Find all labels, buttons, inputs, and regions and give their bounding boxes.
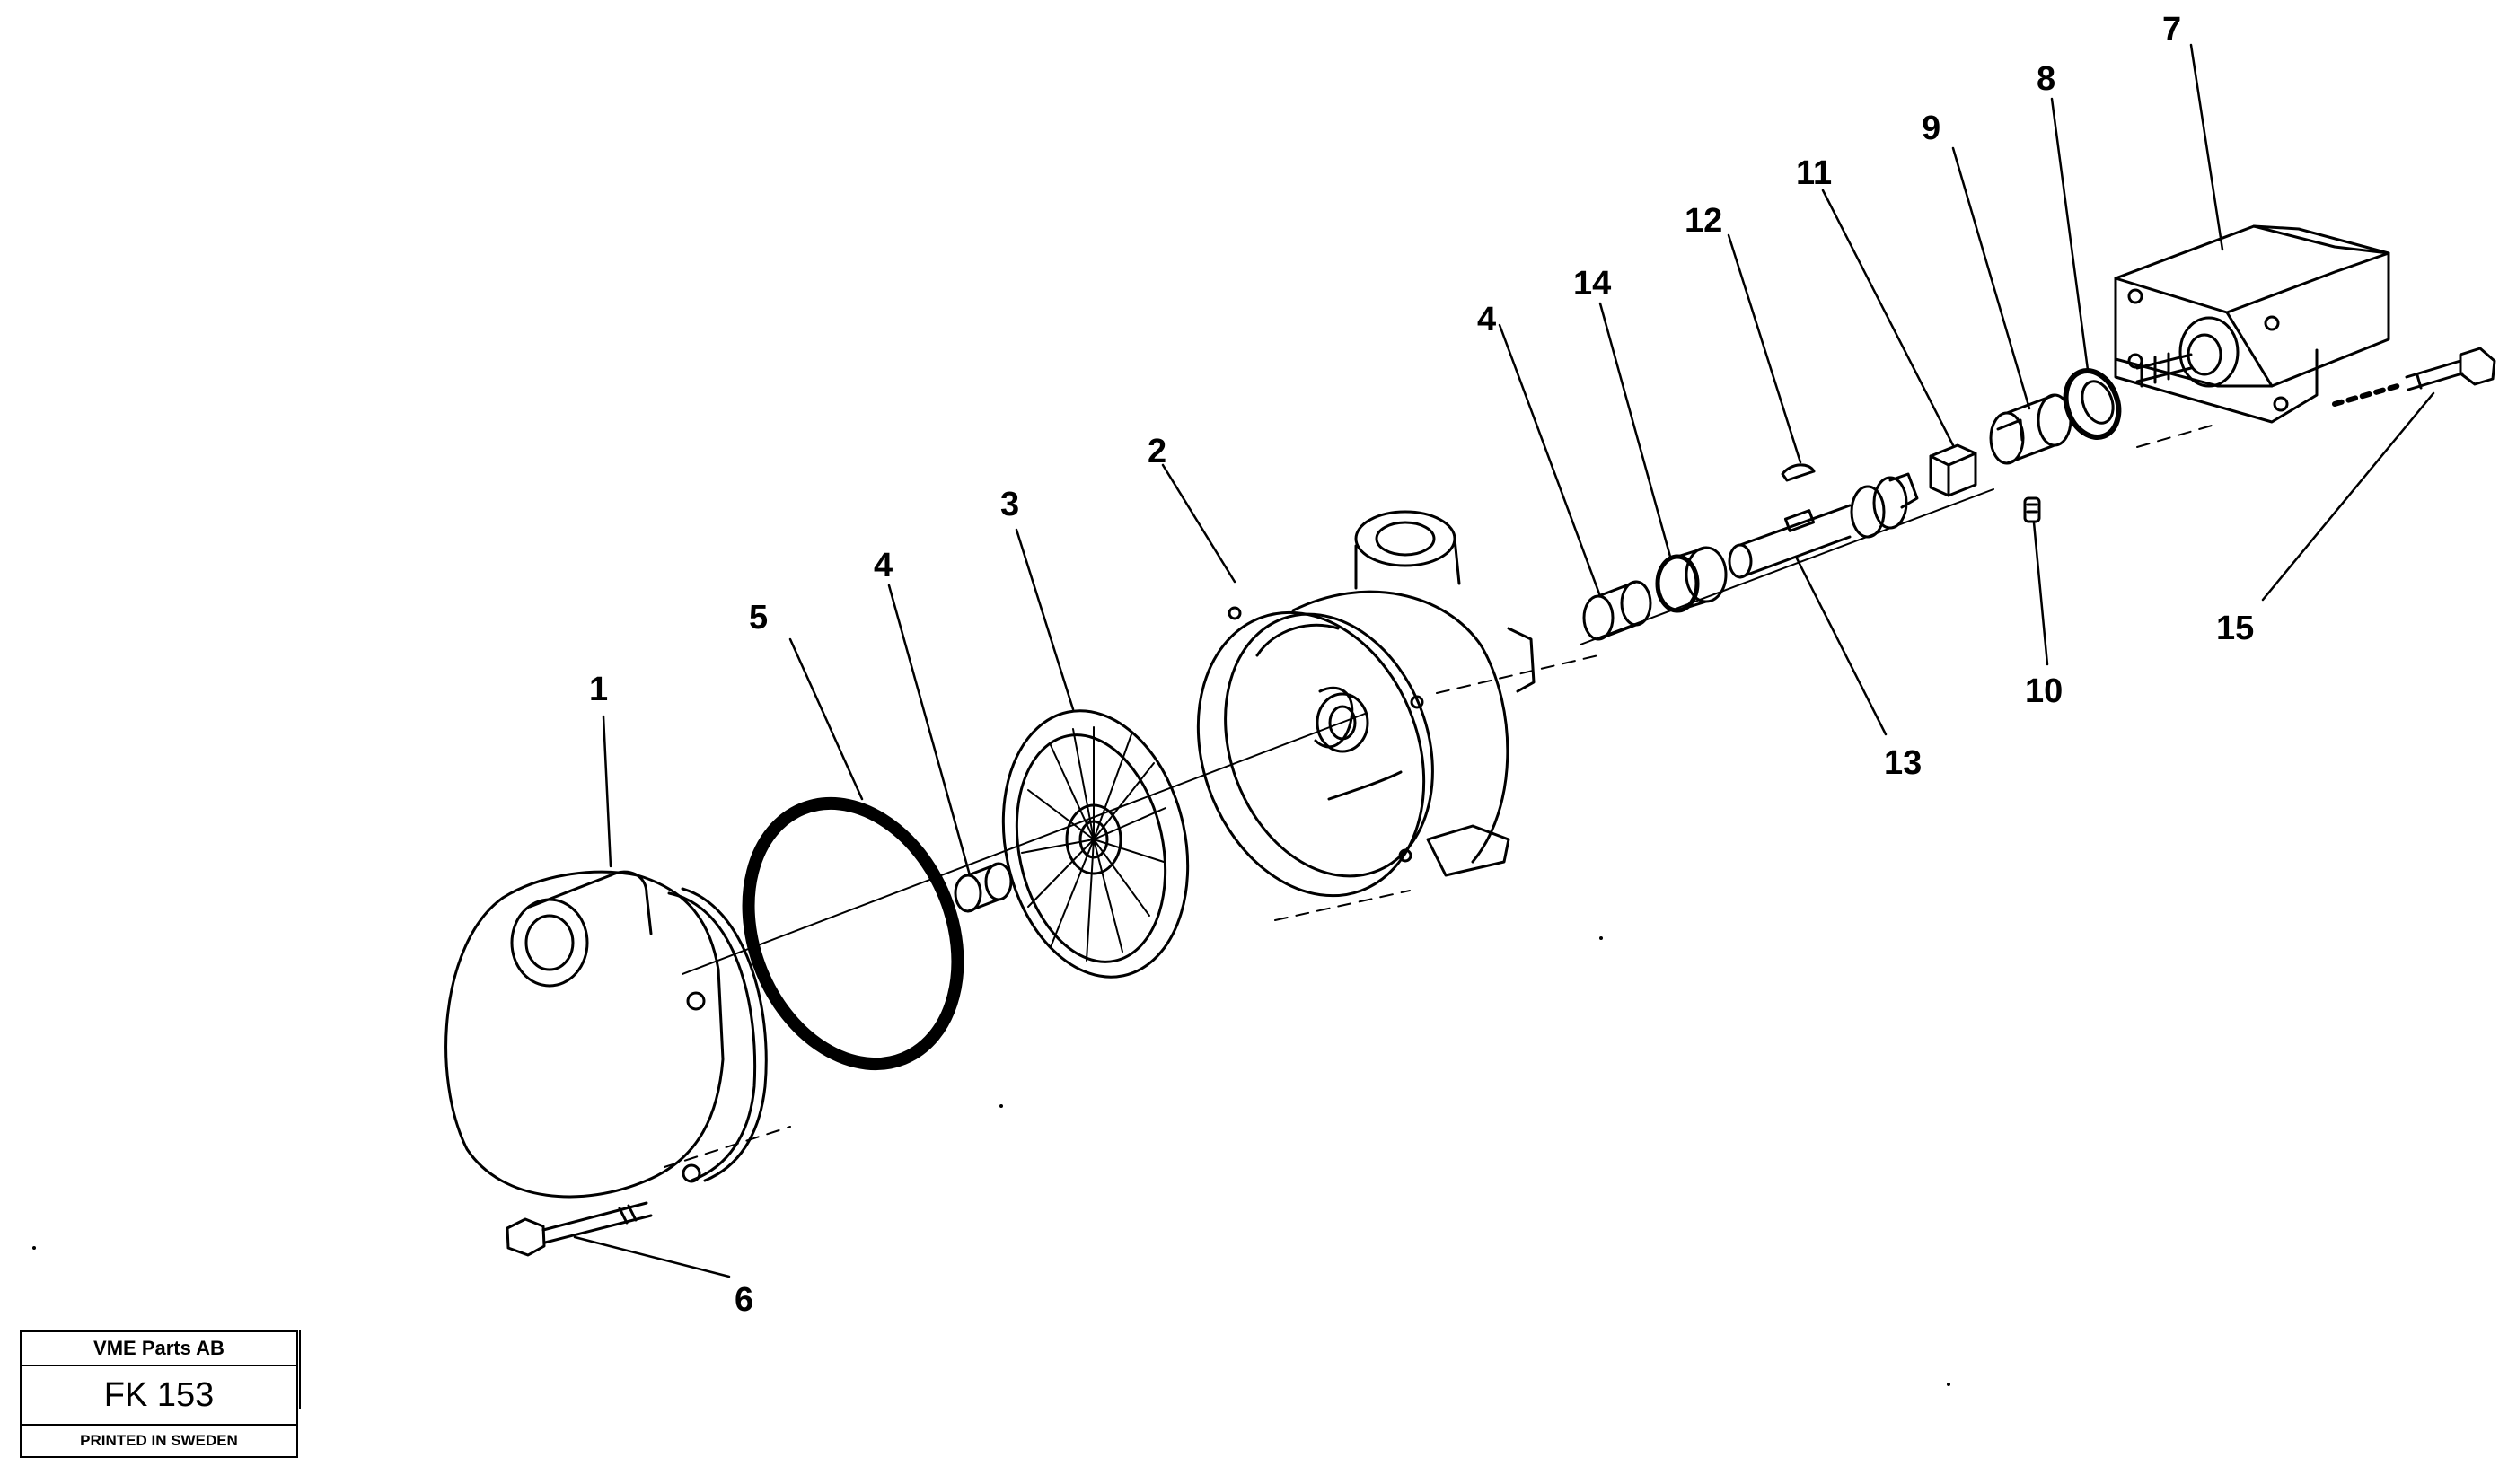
assembly-axis	[664, 383, 2400, 1168]
callout-15: 15	[2216, 610, 2254, 647]
callout-9: 9	[1922, 110, 1940, 147]
motor-part-7	[2114, 224, 2390, 424]
set-screw-part-10	[2023, 496, 2041, 523]
printed-note: PRINTED IN SWEDEN	[80, 1432, 238, 1449]
callout-12: 12	[1685, 202, 1722, 240]
print-specks	[32, 936, 1950, 1386]
diagram-number: FK 153	[22, 1366, 296, 1426]
callout-3: 3	[1000, 486, 1019, 523]
callout-labels: 1 2 3 4 4 5 6 7 8 9 10 11 12 13 14 15	[589, 11, 2254, 1319]
bolt-part-15	[2405, 347, 2496, 391]
callout-11: 11	[1796, 154, 1832, 192]
company-name: VME Parts AB	[22, 1332, 296, 1366]
bolt-part-6	[506, 1201, 653, 1257]
coupling-block-part-11	[1929, 443, 1977, 497]
callout-10: 10	[2025, 672, 2063, 710]
pump-cover-part-1	[444, 870, 768, 1199]
title-block: VME Parts AB FK 153 PRINTED IN SWEDEN	[20, 1330, 298, 1458]
seal-ring-part-8	[2063, 368, 2122, 440]
title-block-side-rule	[299, 1330, 301, 1409]
callout-6: 6	[735, 1281, 753, 1319]
callout-8: 8	[2037, 60, 2055, 98]
callout-14: 14	[1573, 265, 1611, 303]
callout-4-right: 4	[1477, 301, 1496, 338]
impeller-part-3	[1001, 709, 1190, 979]
callout-1: 1	[589, 671, 608, 708]
callout-4-left: 4	[874, 547, 893, 584]
bushing-part-4-left	[954, 862, 1013, 913]
key-part-12	[1781, 463, 1816, 482]
callout-2: 2	[1148, 433, 1166, 470]
coupling-half-part-9	[1989, 393, 2072, 465]
bushing-part-4-right	[1582, 580, 1652, 641]
pump-housing-part-2	[1196, 510, 1536, 898]
callout-7: 7	[2162, 11, 2181, 48]
callout-5: 5	[749, 599, 768, 637]
callout-13: 13	[1884, 744, 1922, 782]
shaft-part-13	[1728, 472, 1919, 579]
bearing-part-14	[1655, 546, 1728, 613]
o-ring-part-5	[742, 796, 964, 1071]
leader-lines	[573, 43, 2435, 1278]
